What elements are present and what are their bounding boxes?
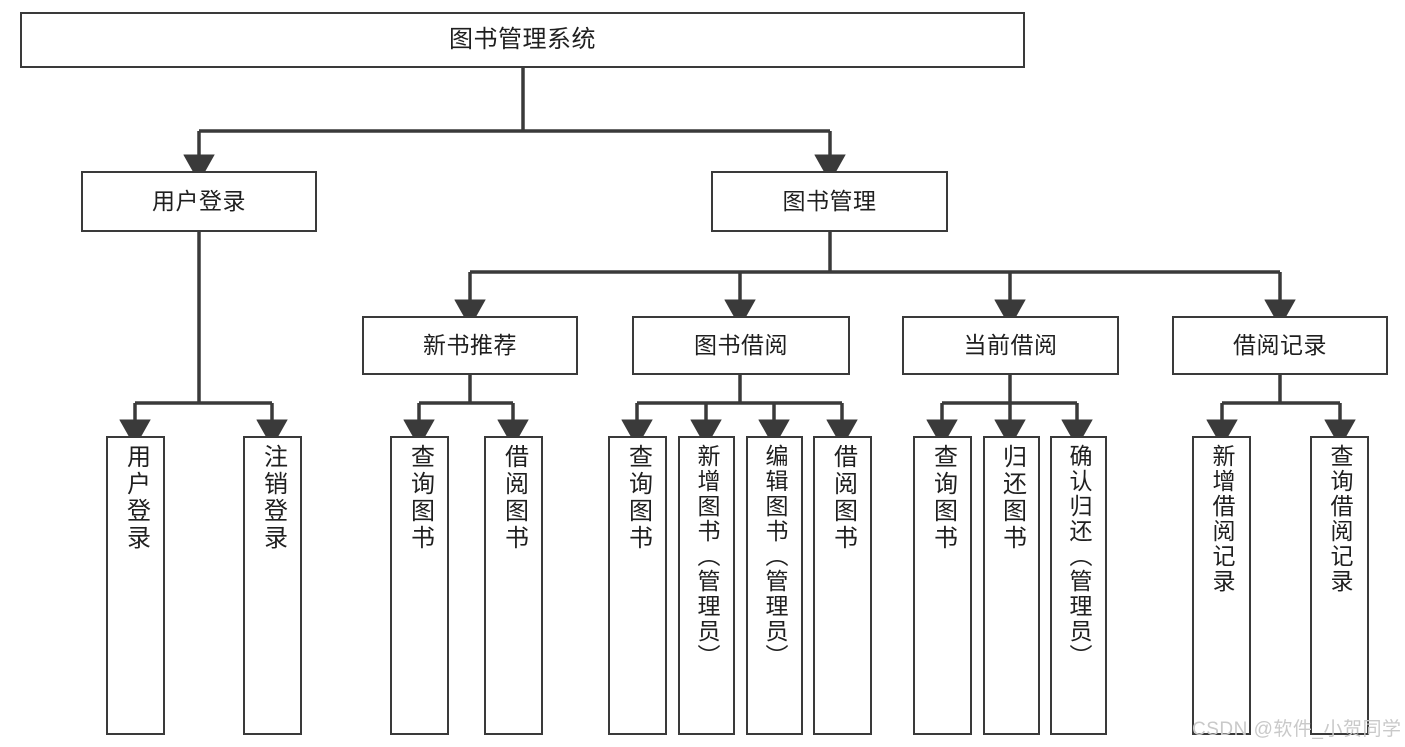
leaf-book-borrow-borrow[interactable]: 借阅图书 bbox=[813, 436, 872, 735]
node-label: 用户登录 bbox=[122, 444, 150, 552]
node-root-system[interactable]: 图书管理系统 bbox=[20, 12, 1025, 68]
leaf-new-book-borrow[interactable]: 借阅图书 bbox=[484, 436, 543, 735]
leaf-current-borrow-query[interactable]: 查询图书 bbox=[913, 436, 972, 735]
node-current-borrow[interactable]: 当前借阅 bbox=[902, 316, 1119, 375]
node-label: 图书管理系统 bbox=[449, 25, 596, 53]
node-label: 查询借阅记录 bbox=[1327, 444, 1353, 594]
node-label: 编辑图书（管理员） bbox=[762, 444, 788, 669]
node-label: 确认归还（管理员） bbox=[1066, 444, 1092, 669]
leaf-borrow-record-query[interactable]: 查询借阅记录 bbox=[1310, 436, 1369, 735]
node-label: 借阅图书 bbox=[829, 444, 857, 552]
leaf-book-borrow-query[interactable]: 查询图书 bbox=[608, 436, 667, 735]
node-label: 新增借阅记录 bbox=[1209, 444, 1235, 594]
leaf-current-borrow-return[interactable]: 归还图书 bbox=[983, 436, 1040, 735]
leaf-book-borrow-add[interactable]: 新增图书（管理员） bbox=[678, 436, 735, 735]
node-label: 借阅记录 bbox=[1233, 331, 1327, 358]
leaf-borrow-record-add[interactable]: 新增借阅记录 bbox=[1192, 436, 1251, 735]
node-book-borrow[interactable]: 图书借阅 bbox=[632, 316, 850, 375]
node-book-management[interactable]: 图书管理 bbox=[711, 171, 948, 232]
node-label: 注销登录 bbox=[259, 444, 287, 552]
node-label: 图书管理 bbox=[782, 187, 877, 214]
leaf-user-login-logout[interactable]: 注销登录 bbox=[243, 436, 302, 735]
node-new-book-recommend[interactable]: 新书推荐 bbox=[362, 316, 578, 375]
leaf-book-borrow-edit[interactable]: 编辑图书（管理员） bbox=[746, 436, 803, 735]
node-borrow-record[interactable]: 借阅记录 bbox=[1172, 316, 1388, 375]
node-label: 用户登录 bbox=[152, 187, 246, 214]
node-label: 图书借阅 bbox=[694, 331, 788, 358]
node-label: 当前借阅 bbox=[963, 331, 1058, 358]
node-label: 借阅图书 bbox=[500, 444, 528, 552]
node-label: 查询图书 bbox=[624, 444, 652, 552]
node-label: 新书推荐 bbox=[423, 331, 517, 358]
node-label: 归还图书 bbox=[998, 444, 1026, 552]
leaf-new-book-query[interactable]: 查询图书 bbox=[390, 436, 449, 735]
leaf-current-borrow-confirm-return[interactable]: 确认归还（管理员） bbox=[1050, 436, 1107, 735]
node-label: 查询图书 bbox=[929, 444, 957, 552]
node-label: 查询图书 bbox=[406, 444, 434, 552]
leaf-user-login-login[interactable]: 用户登录 bbox=[106, 436, 165, 735]
node-user-login[interactable]: 用户登录 bbox=[81, 171, 317, 232]
node-label: 新增图书（管理员） bbox=[694, 444, 720, 669]
